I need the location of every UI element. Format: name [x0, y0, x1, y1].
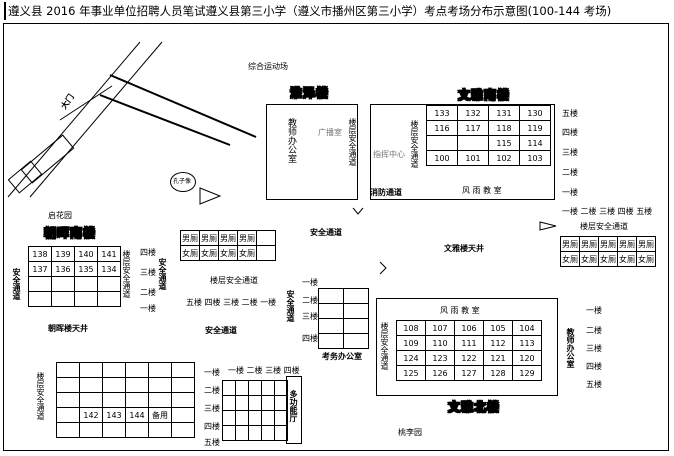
kongzi-statue	[170, 172, 196, 192]
wenya-south-label: 文雅南楼	[457, 88, 511, 103]
ws-floor2: 二楼	[562, 168, 578, 177]
wn-floor4: 四楼	[586, 362, 602, 371]
fire-channel: 消防通道	[370, 188, 402, 197]
safety-left: 安全通道	[12, 268, 21, 300]
ex-floor4: 四楼	[302, 334, 318, 343]
bl-floor1: 一楼	[204, 368, 220, 377]
wenya-north-building	[376, 298, 558, 396]
bl-floor2: 二楼	[204, 386, 220, 395]
zhaohui-south-label: 朝晖南楼	[43, 226, 97, 241]
ex-floor1: 一楼	[302, 278, 318, 287]
zhaohui-stairs: 楼层安全通道	[122, 250, 131, 298]
teacher-office-2: 教师办公室	[566, 328, 575, 368]
map-frame	[3, 23, 669, 451]
wenya-south-windrain: 风 雨 教 室	[462, 186, 502, 195]
kongzi-label: 孔子像	[173, 178, 192, 185]
ex-floor3: 三楼	[302, 312, 318, 321]
right-restrooms: 男厕男厕男厕男厕男厕 女厕女厕女厕女厕女厕	[560, 236, 656, 267]
bl-floor5: 五楼	[204, 438, 220, 447]
huaize-building-label: 淮泽楼	[289, 86, 330, 101]
right-stairs: 楼层安全通道	[580, 222, 628, 231]
safety-bottom: 安全通道	[205, 326, 237, 335]
zh-floor2: 二楼	[140, 288, 156, 297]
wenya-north-stairs: 楼层安全通道	[380, 322, 389, 370]
multi-hall-grid	[222, 380, 288, 441]
zh-floor4: 四楼	[140, 248, 156, 257]
orchard-label: 桃李园	[398, 428, 422, 437]
multi-hall-label: 多功能厅	[289, 390, 298, 422]
wenya-north-windrain: 风 雨 教 室	[440, 306, 480, 315]
wn-floor3: 三楼	[586, 344, 602, 353]
wn-floor1: 一楼	[586, 306, 602, 315]
ws-floor4: 四楼	[562, 128, 578, 137]
wn-floor2: 二楼	[586, 326, 602, 335]
wenya-well: 文雅楼天井	[444, 244, 484, 253]
zh-floor1: 一楼	[140, 304, 156, 313]
ex-floor2: 二楼	[302, 296, 318, 305]
exam-office: 考务办公室	[322, 352, 362, 361]
center-floors: 五楼 四楼 三楼 二楼 一楼	[186, 298, 277, 307]
broadcast-room: 广播室	[318, 128, 342, 137]
bottom-stairs: 楼层安全通道	[36, 372, 45, 420]
right-floors: 一楼 二楼 三楼 四楼 五楼	[562, 207, 653, 216]
wenya-north-label: 文雅北楼	[447, 400, 501, 415]
ws-floor5: 五楼	[562, 109, 578, 118]
center-restrooms: 男厕男厕男厕男厕 女厕女厕女厕女厕	[180, 230, 276, 261]
ws-floor1: 一楼	[562, 188, 578, 197]
center-stairs: 楼层安全通道	[210, 276, 258, 285]
garden-label: 启花园	[48, 211, 72, 220]
wenya-south-building	[370, 104, 555, 200]
zhaohui-well: 朝晖楼天井	[48, 324, 88, 333]
huaize-building	[266, 104, 358, 200]
bl-floor3: 三楼	[204, 404, 220, 413]
grade-center: 指挥中心	[373, 150, 405, 159]
safety-exam: 安全通道	[286, 290, 295, 322]
exam-office-grid	[318, 288, 369, 349]
ws-floor3: 三楼	[562, 148, 578, 157]
safety-mid-left: 安全通道	[158, 258, 167, 290]
multi-hall	[286, 376, 302, 444]
teacher-office-1: 教师办公室	[286, 118, 296, 163]
bl-floor4: 四楼	[204, 422, 220, 431]
mf-floors: 一楼 二楼 三楼 四楼	[228, 366, 300, 375]
safety-center: 安全通道	[310, 228, 342, 237]
wenya-south-stairs: 楼层安全通道	[410, 120, 419, 168]
page-title: 遵义县 2016 年事业单位招聘人员笔试遵义县第三小学（遵义市播州区第三小学）考…	[4, 2, 674, 20]
zh-floor3: 三楼	[140, 268, 156, 277]
wn-floor5: 五楼	[586, 380, 602, 389]
sports-field-label: 综合运动场	[248, 62, 288, 71]
huaize-stairs: 楼层安全通道	[348, 118, 357, 166]
